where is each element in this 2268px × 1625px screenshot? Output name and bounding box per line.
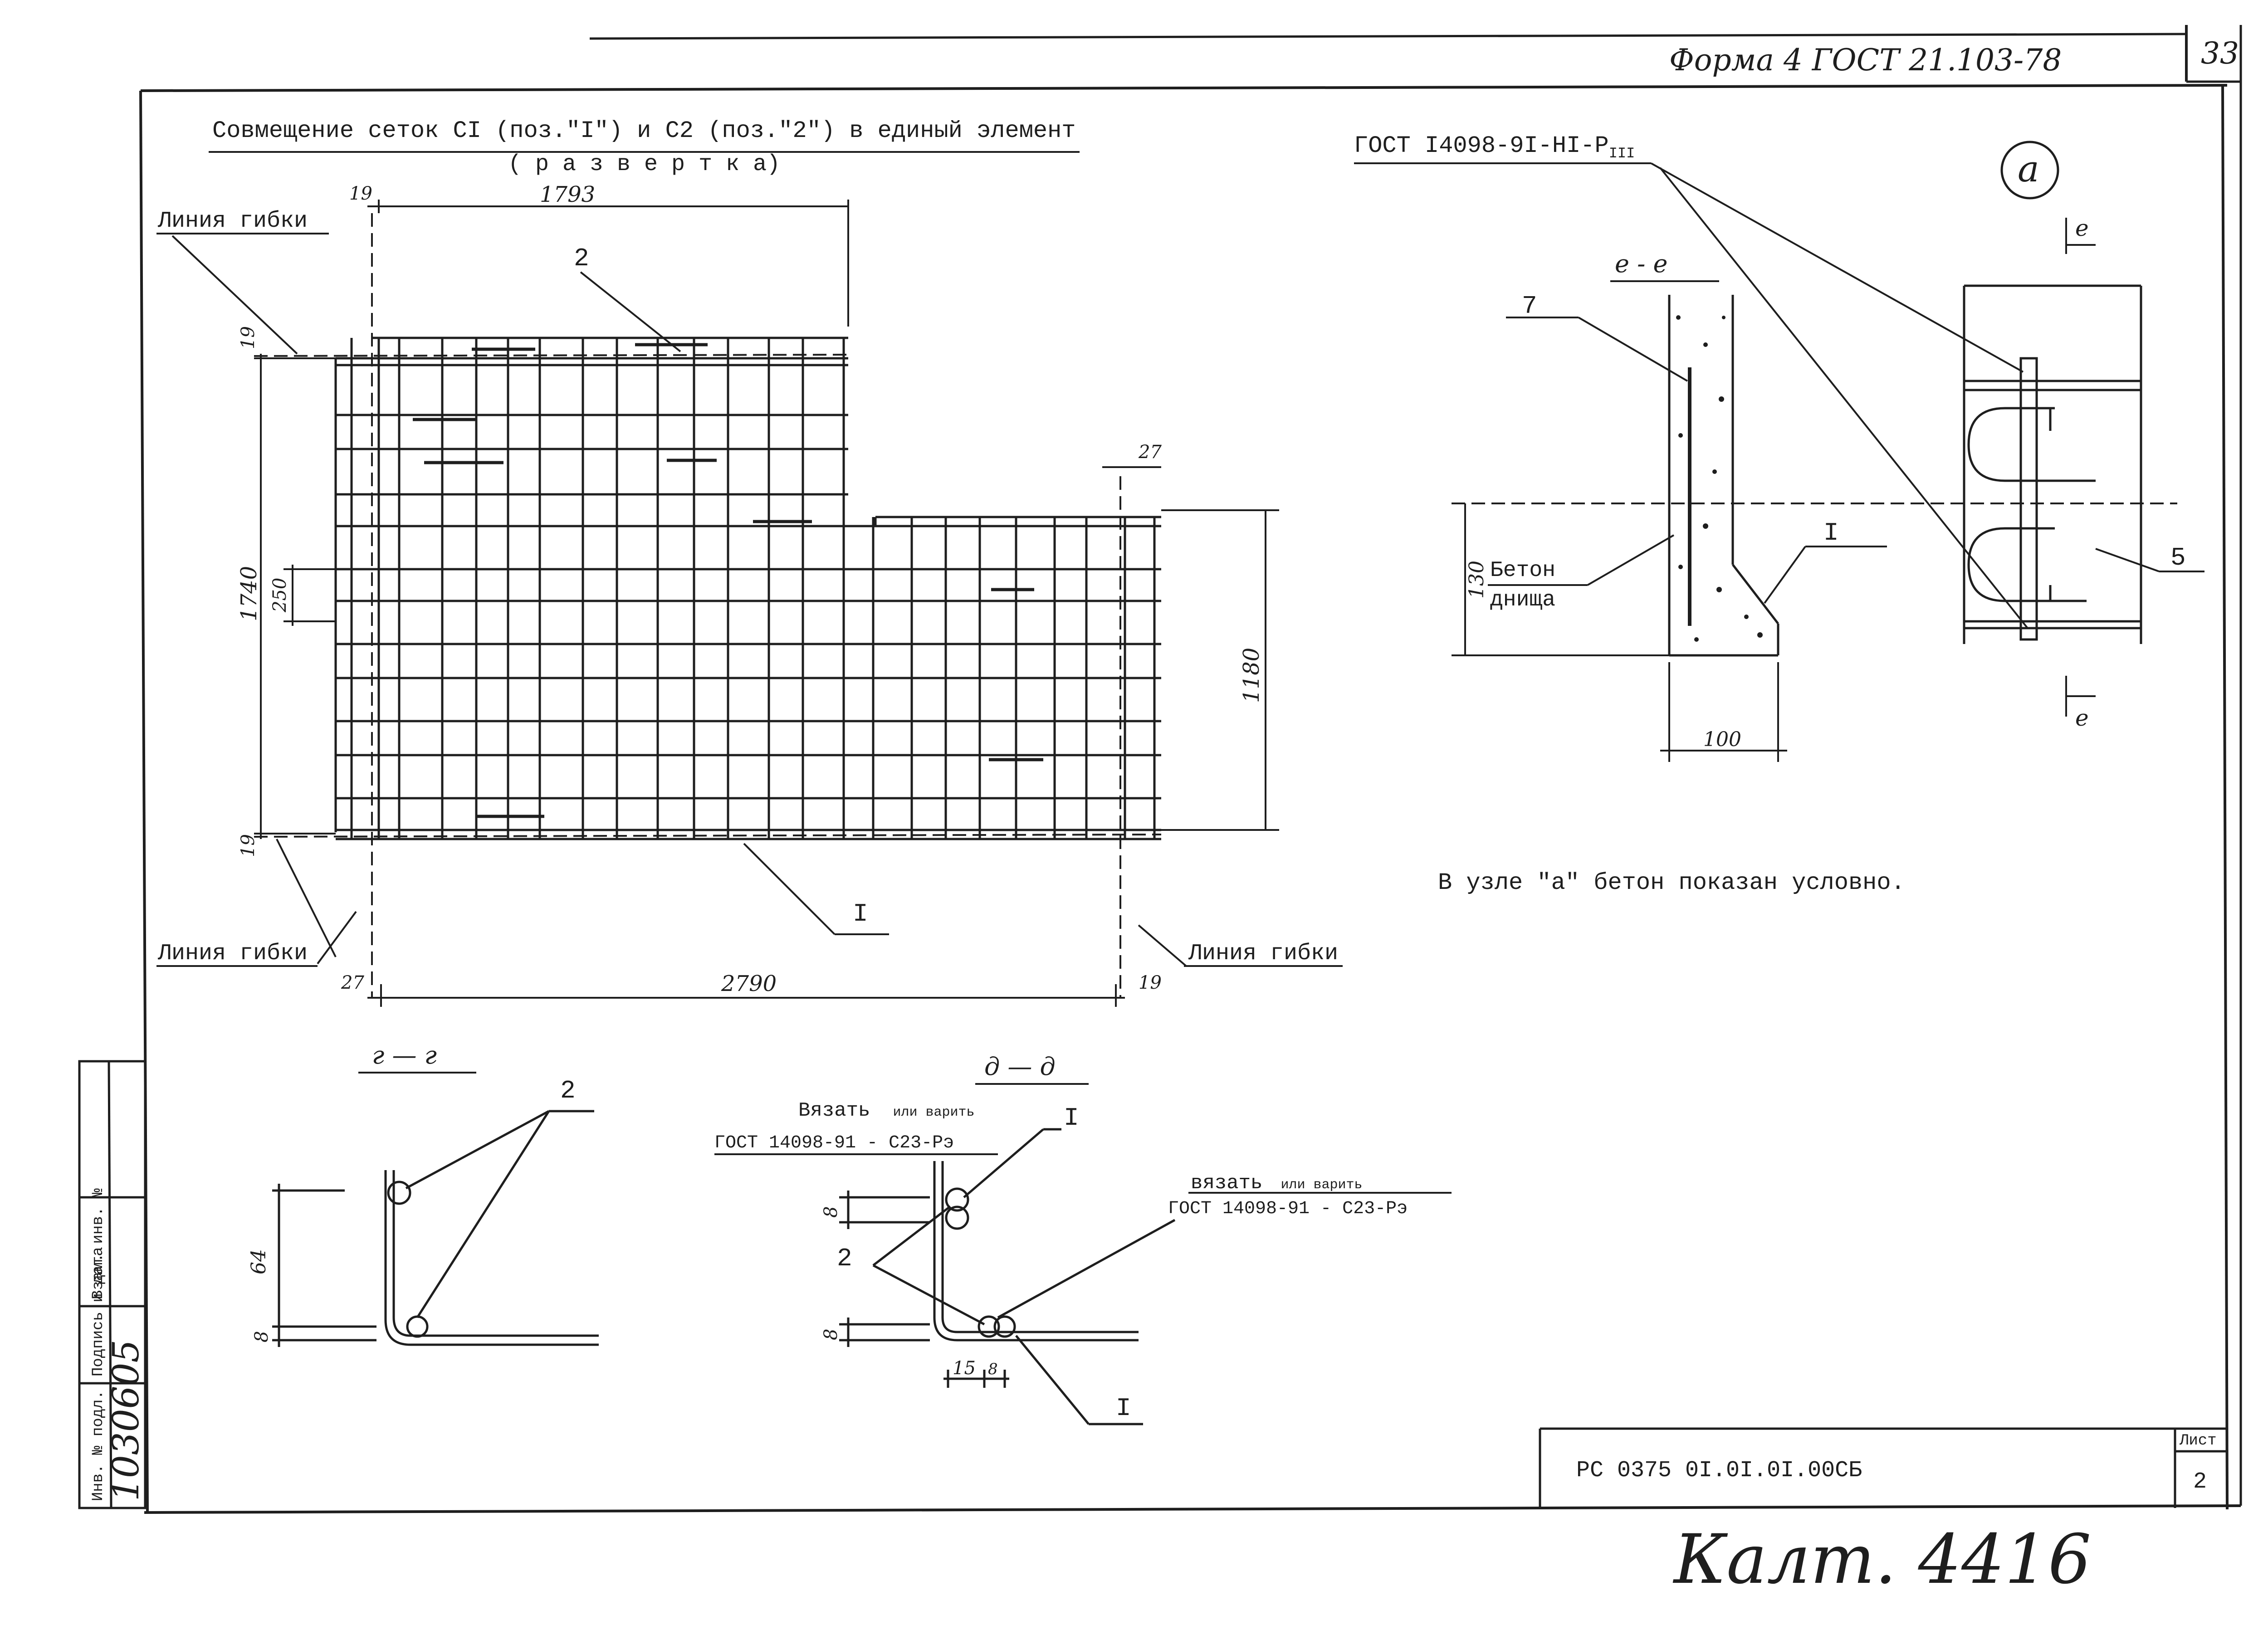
node-a-dim-130: 130	[1465, 561, 1488, 599]
section-d-pos-1-bottom: I	[1116, 1394, 1131, 1423]
node-a-letter: a	[2018, 148, 2039, 190]
stamp-handwritten-number: 1030605	[105, 1340, 147, 1501]
node-a-pos-1: I	[1823, 518, 1839, 547]
section-d-dim-15: 15	[953, 1358, 976, 1379]
section-g-dim-8: 8	[251, 1331, 272, 1342]
node-a-gost-label: ГОСТ I4098-9I-HI-PIII	[1354, 132, 1635, 162]
bend-line-label-bottom-left: Линия гибки	[157, 941, 308, 966]
stamp-inv-orig: Инв. № подл.	[90, 1390, 107, 1501]
bend-line-label-bottom-right: Линия гибки	[1188, 941, 1338, 966]
dim-bottom-width: 2790	[721, 971, 777, 996]
concrete-hatch	[1676, 315, 1763, 642]
section-d-label: д — д	[984, 1052, 1056, 1081]
section-e-leaders	[1452, 317, 2177, 762]
section-g-pos-2: 2	[560, 1076, 576, 1105]
mesh-subtitle: ( р а з в е р т к а)	[508, 151, 780, 177]
title-block-sheet-number: 2	[2193, 1469, 2207, 1495]
node-a-pos-5: 5	[2170, 543, 2186, 572]
section-d-bar	[839, 1128, 1176, 1425]
node-a-concrete-label-1: Бетон	[1490, 558, 1555, 583]
section-d-dim-8b: 8	[821, 1329, 841, 1340]
stamp-replace-inv: Взам. инв. №	[90, 1188, 107, 1299]
mesh-pos-1-label: I	[853, 899, 868, 928]
node-a-marker	[2000, 141, 2059, 200]
section-d-dim-8c: 8	[988, 1360, 998, 1378]
dim-offset-27-bottom: 27	[341, 972, 364, 993]
dim-offset-19-left-bottom: 19	[238, 834, 259, 857]
mesh-pos-2-label: 2	[574, 244, 589, 273]
node-a-plan-leaders	[1651, 162, 2204, 717]
bend-line-label-top: Линия гибки	[157, 208, 308, 234]
node-a-note: В узле "а" бетон показан условно.	[1438, 869, 1905, 896]
dim-left-height: 1740	[236, 566, 262, 621]
dim-offset-19-left: 19	[238, 326, 259, 349]
node-a-pos-7: 7	[1522, 292, 1537, 321]
mesh-grid	[334, 337, 1161, 840]
footer-handwritten-note: Калт. 4416	[1672, 1520, 2091, 1599]
section-g-bar	[272, 1110, 599, 1347]
title-block	[1539, 1427, 2227, 1508]
dim-right-height: 1180	[1239, 648, 1264, 703]
side-stamp	[78, 1060, 147, 1509]
stamp-sign-date: Подпись и дата	[90, 1247, 107, 1376]
section-d-gost-1: ГОСТ 14098-91 - С23-Рэ	[714, 1133, 954, 1153]
section-mark-bottom: е	[2075, 705, 2089, 731]
dim-top-width: 1793	[540, 182, 595, 207]
node-a-concrete-label-2: днища	[1490, 588, 1555, 612]
dim-offset-19-bottom: 19	[1139, 972, 1162, 993]
dim-offset-19-top: 19	[349, 183, 372, 204]
section-g-label: г — г	[372, 1041, 437, 1069]
section-e-label: е - е	[1615, 249, 1668, 278]
page-number: 33	[2201, 36, 2239, 71]
mesh-dimensions	[254, 200, 1279, 1007]
section-d-dim-8a: 8	[821, 1206, 841, 1218]
section-mark-top: е	[2075, 215, 2089, 241]
node-a-dim-100: 100	[1703, 728, 1741, 751]
section-g-dim-64: 64	[247, 1249, 270, 1274]
node-a-plan	[1963, 284, 2142, 644]
form-reference: Форма 4 ГОСТ 21.103-78	[1669, 43, 2062, 78]
section-d-pos-1-top: I	[1064, 1103, 1079, 1132]
section-d-gost-2: ГОСТ 14098-91 - С23-Рэ	[1168, 1199, 1408, 1219]
dim-offset-27-top: 27	[1138, 442, 1162, 463]
mesh-title: Совмещение сеток CI (поз."I") и C2 (поз.…	[212, 117, 1076, 144]
sheet-frame	[139, 25, 2242, 1514]
title-block-sheet-label: Лист	[2179, 1432, 2217, 1449]
bend-lines	[254, 213, 1162, 998]
section-d-pos-2: 2	[837, 1244, 852, 1273]
title-block-doc-code: РС 0375 0I.0I.0I.00СБ	[1576, 1458, 1862, 1483]
section-e-wall	[1668, 295, 1779, 657]
mesh-leaders	[156, 233, 1343, 967]
dim-step: 250	[269, 578, 290, 613]
